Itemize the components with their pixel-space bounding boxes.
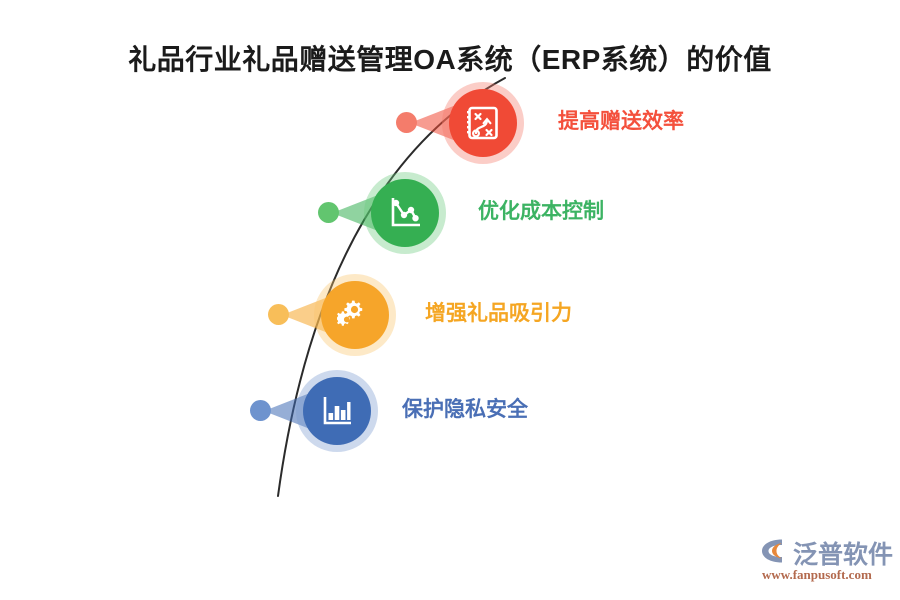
fanpu-logo-icon: [760, 538, 790, 569]
pin-pointer-3: [282, 297, 328, 333]
value-item-3-label: 增强礼品吸引力: [425, 302, 572, 325]
gears-icon: [337, 297, 373, 333]
pin-circle-2[interactable]: [371, 179, 439, 247]
page-title: 礼品行业礼品赠送管理OA系统（ERP系统）的价值: [128, 44, 772, 75]
value-item-1-label: 提高赠送效率: [558, 110, 684, 133]
pin-dot-4: [250, 400, 271, 421]
pin-circle-1[interactable]: [449, 89, 517, 157]
value-item-2-label: 优化成本控制: [478, 200, 604, 223]
brand-name: 泛普软件: [793, 541, 894, 569]
brand-url: www.fanpusoft.com: [762, 567, 872, 582]
brand-logo[interactable]: 泛普软件 www.fanpusoft.com: [760, 532, 895, 588]
value-item-1[interactable]: 提高赠送效率: [396, 78, 684, 168]
pin-dot-2: [318, 202, 339, 223]
pin-pointer-1: [410, 105, 456, 141]
pin-circle-3[interactable]: [321, 281, 389, 349]
pin-dot-1: [396, 112, 417, 133]
value-item-3[interactable]: 增强礼品吸引力: [268, 270, 572, 360]
value-item-4[interactable]: 保护隐私安全: [250, 366, 528, 456]
pin-dot-3: [268, 304, 289, 325]
line-chart-icon: [387, 195, 423, 231]
strategy-playbook-icon: [465, 105, 501, 141]
pin-pointer-4: [264, 393, 310, 429]
pin-pointer-2: [332, 195, 378, 231]
value-item-4-label: 保护隐私安全: [402, 398, 528, 421]
value-item-2[interactable]: 优化成本控制: [318, 168, 604, 258]
pin-circle-4[interactable]: [303, 377, 371, 445]
bar-chart-icon: [319, 393, 355, 429]
